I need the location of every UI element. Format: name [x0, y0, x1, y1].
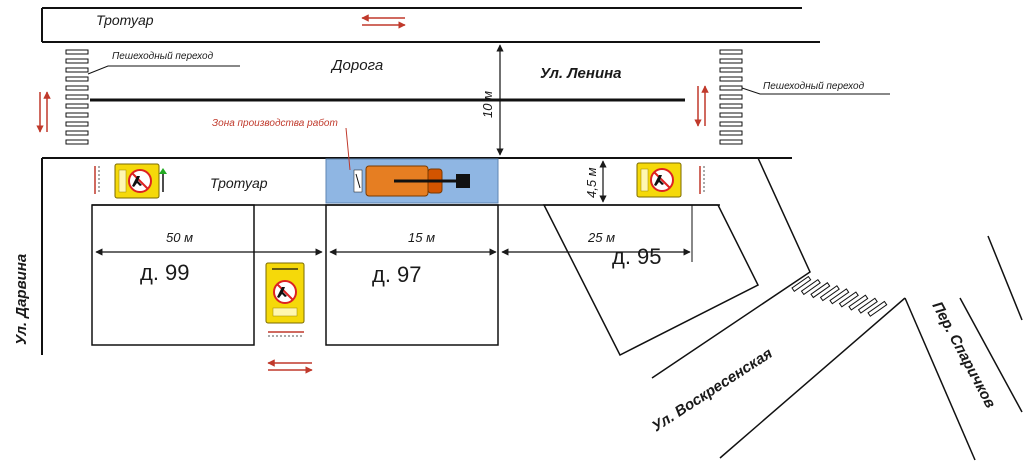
street-voskresenskaya-edge-top	[651, 157, 811, 379]
distance-50-label: 50 м	[166, 230, 193, 245]
house-97-block	[325, 204, 499, 346]
distance-25-label: 25 м	[587, 230, 615, 245]
crosswalk-right-leader	[741, 87, 890, 95]
lane-sparichkov-label: Пер. Спаричков	[928, 299, 998, 411]
work-zone-leader	[345, 127, 351, 171]
no-pedestrians-detour-sign	[114, 163, 167, 199]
double-arrow-icon	[694, 85, 709, 127]
house-95-label: д. 95	[612, 244, 662, 269]
street-lenina-label: Ул. Ленина	[540, 65, 622, 82]
house-95-block	[542, 204, 760, 357]
no-pedestrians-detour-sign	[265, 262, 305, 324]
lane-sparichkov-edge-right	[959, 297, 1023, 413]
street-voskresenskaya-label: Ул. Воскресенская	[649, 345, 776, 436]
work-zone-label: Зона производства работ	[212, 117, 338, 129]
crosswalk-left-label: Пешеходный переход	[112, 51, 214, 62]
road-width-label: 10 м	[480, 91, 495, 118]
distance-15-label: 15 м	[408, 230, 435, 245]
crosswalk-voskresenskaya	[791, 275, 888, 317]
house-97-label: д. 97	[372, 262, 422, 287]
sidewalk-bottom-label: Тротуар	[210, 175, 268, 191]
crosswalk-left-leader	[87, 65, 240, 75]
double-arrow-icon	[36, 91, 51, 133]
fence-right	[699, 166, 705, 194]
crosswalk-right	[719, 49, 743, 145]
double-arrow-icon	[361, 14, 406, 29]
right-edge-line	[987, 235, 1023, 321]
street-voskresenskaya-edge-bottom	[719, 297, 906, 459]
house-99-block	[91, 204, 255, 346]
house-99-label: д. 99	[140, 260, 190, 285]
road-label: Дорога	[330, 57, 383, 74]
crosswalk-right-label: Пешеходный переход	[763, 81, 865, 92]
lane-sparichkov-edge-left	[904, 297, 976, 461]
no-pedestrians-detour-sign	[636, 162, 682, 198]
fence-left	[94, 166, 100, 194]
sidewalk-top-label: Тротуар	[96, 12, 154, 28]
street-darvina-label: Ул. Дарвина	[13, 254, 30, 345]
sidewalk-width-label: 4,5 м	[584, 167, 599, 198]
fence-bottom	[268, 331, 304, 337]
double-arrow-icon	[267, 359, 313, 374]
crosswalk-left	[65, 49, 89, 145]
truck-icon	[353, 165, 470, 197]
